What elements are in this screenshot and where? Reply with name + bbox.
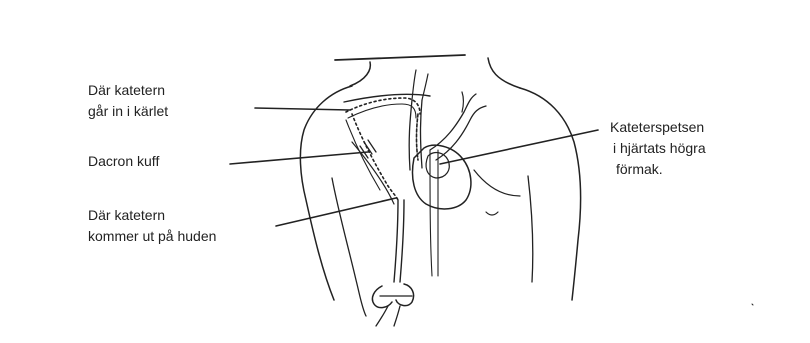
right-inner-arm: [528, 176, 533, 282]
catheter-tail-2: [394, 306, 400, 326]
left-inner-arm: [332, 178, 366, 316]
leader-exit: [276, 198, 396, 226]
neck-line: [335, 55, 465, 60]
label-line: i hjärtats högra: [610, 138, 706, 159]
label-line: förmak.: [610, 159, 706, 180]
label-line: går in i kärlet: [88, 101, 168, 122]
leader-cuff: [230, 152, 368, 164]
catheter-in-vessel: [417, 114, 419, 160]
neck-right: [488, 58, 520, 88]
label-catheter-entry: Där katetern går in i kärlet: [88, 80, 168, 122]
chest-midline: [430, 150, 432, 276]
label-catheter-exit: Där katetern kommer ut på huden: [88, 205, 216, 247]
jugular-left: [412, 70, 416, 100]
clavicle: [344, 94, 430, 102]
pectoral-right: [474, 170, 520, 196]
label-catheter-tip: Kateterspetsen i hjärtats högra förmak.: [610, 117, 706, 180]
stray-mark: [752, 304, 753, 305]
leader-tip: [440, 130, 598, 164]
external-catheter-1: [394, 200, 398, 282]
catheter-tail-1: [376, 306, 388, 326]
catheter-tunnel: [352, 114, 398, 200]
catheter-entry-path-2: [348, 104, 416, 118]
right-nipple: [486, 212, 498, 215]
aorta-top: [462, 92, 464, 112]
aorta-branch-2: [436, 106, 486, 160]
label-line: Där katetern: [88, 80, 168, 101]
label-line: kommer ut på huden: [88, 226, 216, 247]
label-line: Dacron kuff: [88, 151, 159, 172]
external-catheter-2: [400, 200, 404, 282]
label-line: Där katetern: [88, 205, 216, 226]
label-dacron-cuff: Dacron kuff: [88, 151, 159, 172]
right-shoulder-outline: [520, 88, 581, 300]
leader-entry: [255, 108, 350, 110]
neck-left: [350, 62, 370, 86]
vena-cava-left: [409, 100, 412, 170]
vena-cava-right: [421, 100, 423, 168]
left-shoulder-outline: [300, 86, 352, 300]
pectoral-left: [352, 142, 394, 204]
label-line: Kateterspetsen: [610, 117, 706, 138]
